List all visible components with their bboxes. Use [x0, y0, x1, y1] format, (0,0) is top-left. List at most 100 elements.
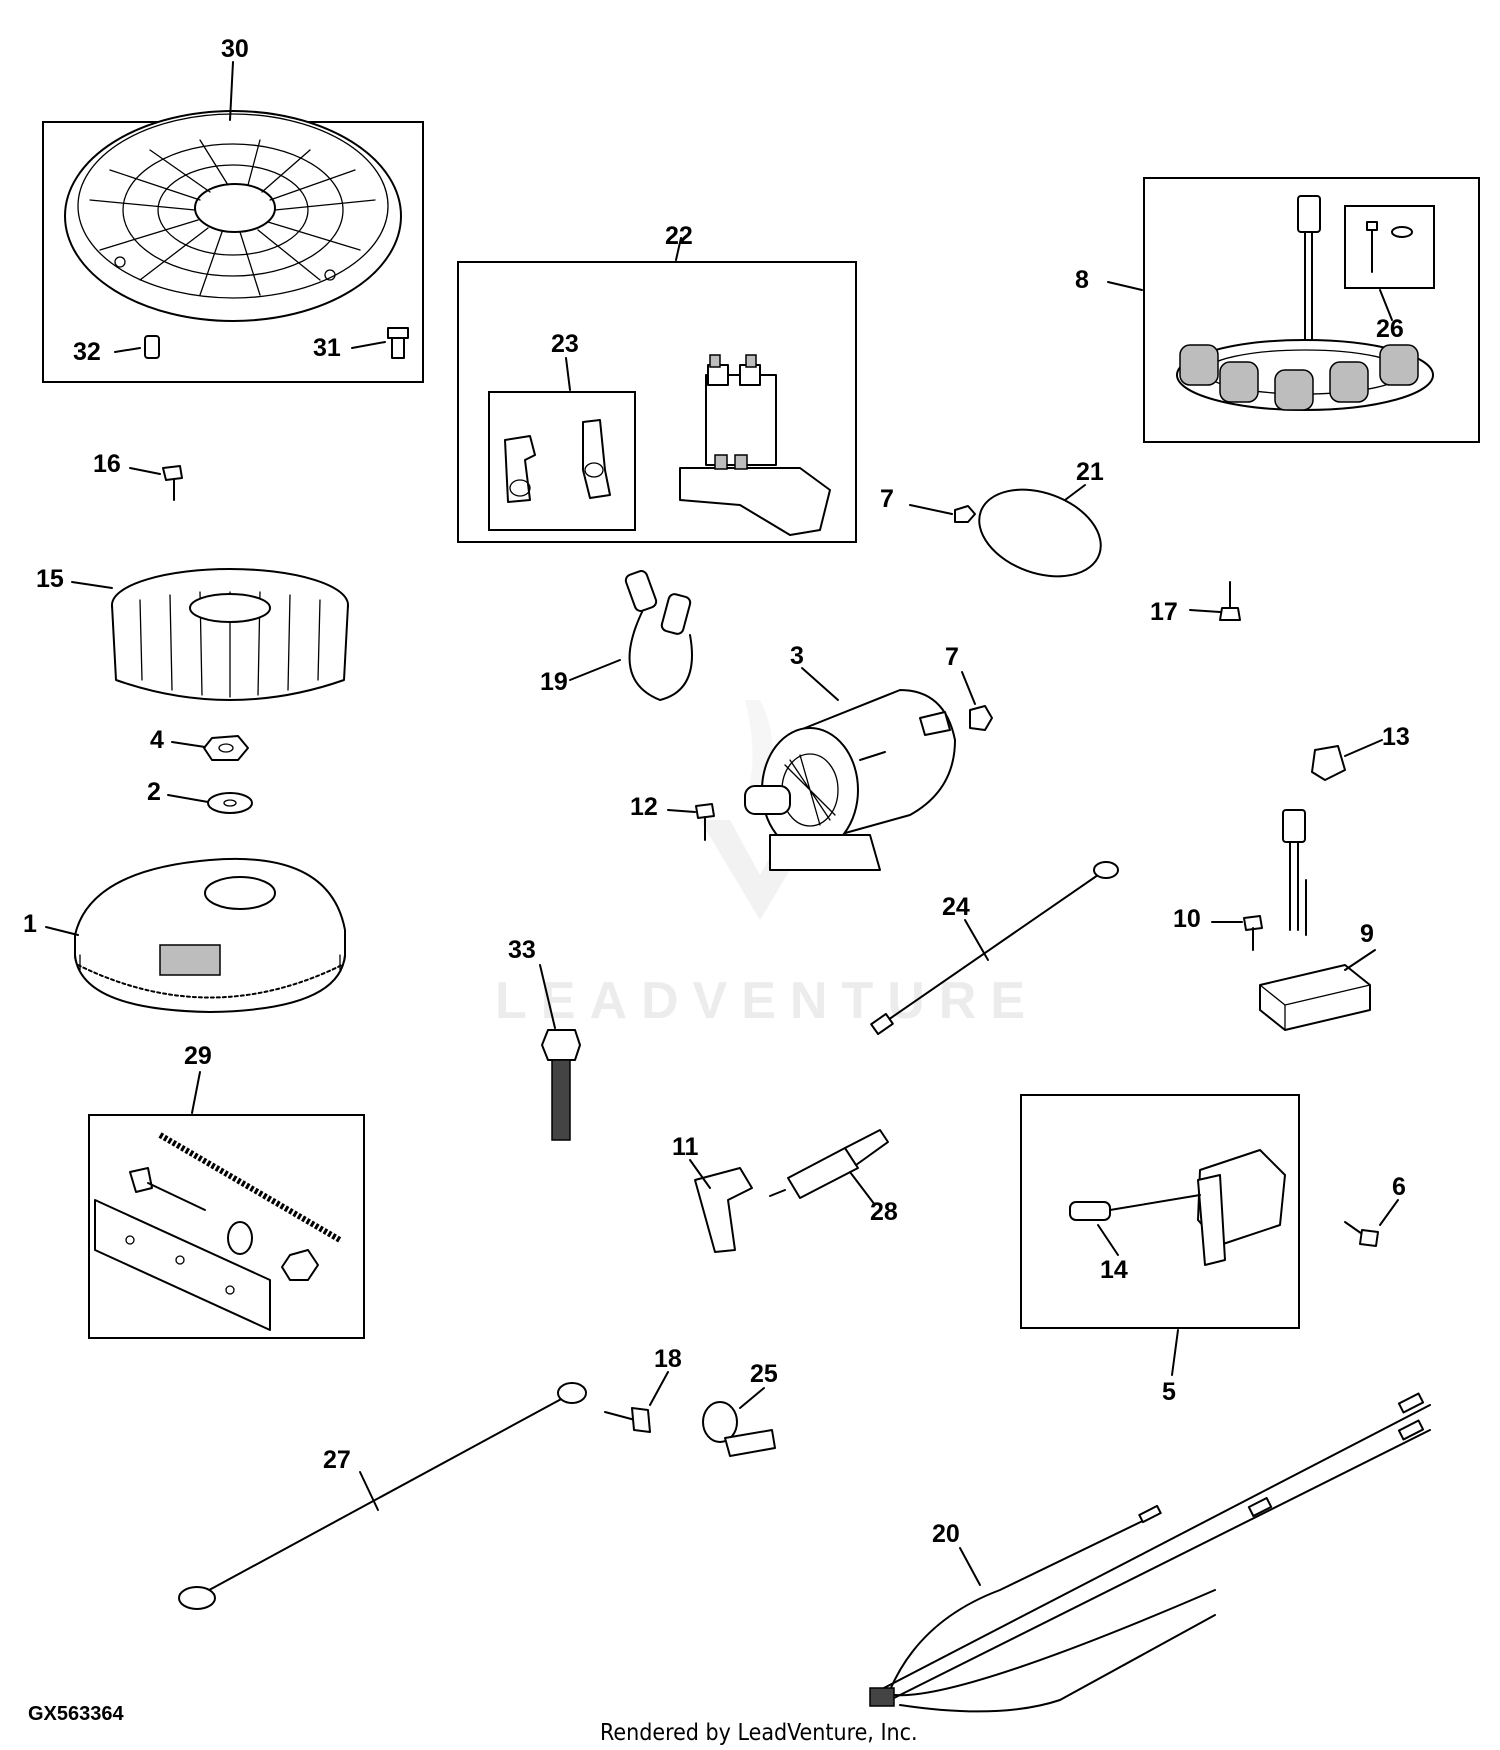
leader-29 [191, 1071, 201, 1114]
callout-21: 21 [1076, 458, 1104, 486]
callout-16: 16 [93, 450, 121, 478]
leader-27 [359, 1471, 379, 1511]
leader-15 [71, 581, 113, 589]
part-11-spark-plug-boot[interactable] [694, 1167, 753, 1253]
leader-30 [229, 61, 234, 121]
part-10-bolt[interactable] [1243, 915, 1263, 951]
callout-30: 30 [221, 35, 249, 63]
part-7a-nut[interactable] [954, 505, 976, 523]
callout-5: 5 [1162, 1378, 1176, 1406]
part-16-bolt[interactable] [162, 465, 183, 501]
leader-24 [964, 919, 989, 961]
part-31-fastener[interactable] [387, 327, 409, 359]
callout-7a: 7 [880, 485, 894, 513]
part-18-bolt[interactable] [604, 1407, 651, 1433]
part-22-solenoid[interactable] [679, 354, 831, 536]
leader-23 [565, 357, 571, 391]
part-6-bolt[interactable] [1344, 1221, 1379, 1247]
leader-32 [114, 347, 141, 353]
part-26-screw-washer[interactable] [1366, 221, 1413, 273]
callout-23: 23 [551, 330, 579, 358]
callout-2: 2 [147, 778, 161, 806]
callout-33: 33 [508, 936, 536, 964]
callout-19: 19 [540, 668, 568, 696]
part-9-regulator[interactable] [1259, 809, 1371, 1031]
leader-4 [171, 741, 206, 748]
leader-25 [739, 1387, 765, 1409]
part-20-wire-harness[interactable] [869, 1392, 1431, 1713]
part-29-kit[interactable] [94, 1132, 342, 1331]
part-33-bolt[interactable] [541, 1029, 581, 1141]
part-23-terminals[interactable] [504, 419, 611, 503]
figure-id: GX563364 [28, 1703, 125, 1725]
part-14-ignition-coil[interactable] [1069, 1149, 1286, 1266]
leader-22 [675, 237, 682, 261]
leader-9 [1344, 949, 1376, 971]
callout-25: 25 [750, 1360, 778, 1388]
part-30-fan-screen[interactable] [64, 110, 402, 322]
box-22 [457, 261, 857, 543]
leader-19 [569, 659, 621, 681]
leader-11 [689, 1159, 711, 1189]
leader-12 [667, 809, 696, 813]
part-1-flywheel[interactable] [74, 857, 346, 1013]
leader-18 [649, 1371, 669, 1406]
callout-29: 29 [184, 1042, 212, 1070]
part-28-spark-plug[interactable] [769, 1129, 889, 1199]
callout-1: 1 [23, 910, 37, 938]
leader-7b [961, 671, 976, 705]
part-27-ground-strap[interactable] [178, 1382, 587, 1610]
leader-13 [1344, 739, 1383, 757]
leader-3 [801, 667, 839, 701]
part-25-clip[interactable] [702, 1401, 776, 1457]
callout-20: 20 [932, 1520, 960, 1548]
leader-31 [351, 341, 386, 349]
callout-27: 27 [323, 1446, 351, 1474]
part-13-cap[interactable] [1311, 745, 1346, 781]
callout-11: 11 [672, 1133, 699, 1161]
leader-8 [1107, 281, 1143, 291]
part-2-washer[interactable] [207, 792, 253, 814]
part-21-clamp[interactable] [967, 474, 1113, 592]
box-8 [1143, 177, 1480, 443]
callout-26: 26 [1376, 315, 1404, 343]
part-3-starter-motor[interactable] [744, 689, 956, 871]
leader-7a [909, 504, 953, 515]
part-19-cable[interactable] [624, 569, 693, 701]
callout-8: 8 [1075, 266, 1089, 294]
callout-15: 15 [36, 565, 64, 593]
part-8-stator[interactable] [1176, 195, 1434, 411]
leader-6 [1379, 1199, 1399, 1226]
part-15-flywheel-fan[interactable] [111, 568, 349, 701]
callout-12: 12 [630, 793, 658, 821]
leader-33 [539, 964, 556, 1029]
part-12-screw[interactable] [695, 803, 715, 841]
leader-16 [129, 467, 161, 475]
callout-9: 9 [1360, 920, 1374, 948]
leader-21 [1064, 484, 1086, 501]
watermark-text: LEADVENTURE [495, 972, 1039, 1030]
callout-17: 17 [1150, 598, 1178, 626]
footer-credit: Rendered by LeadVenture, Inc. [600, 1720, 918, 1746]
callout-28: 28 [870, 1198, 898, 1226]
part-7b-nut[interactable] [969, 705, 993, 731]
part-32-nut[interactable] [144, 335, 160, 359]
callout-13: 13 [1382, 723, 1410, 751]
callout-7b: 7 [945, 643, 959, 671]
box-29 [88, 1114, 365, 1339]
callout-3: 3 [790, 642, 804, 670]
part-4-nut[interactable] [203, 735, 249, 761]
part-17-bolt[interactable] [1219, 581, 1241, 621]
callout-18: 18 [654, 1345, 682, 1373]
leader-5 [1171, 1329, 1179, 1376]
box-26 [1344, 205, 1435, 289]
callout-31: 31 [313, 334, 341, 362]
callout-10: 10 [1173, 905, 1201, 933]
leader-20 [959, 1547, 981, 1586]
callout-32: 32 [73, 338, 101, 366]
leader-17 [1189, 609, 1221, 613]
leader-2 [167, 794, 209, 803]
part-24-ground-wire[interactable] [870, 861, 1119, 1036]
box-5 [1020, 1094, 1300, 1329]
